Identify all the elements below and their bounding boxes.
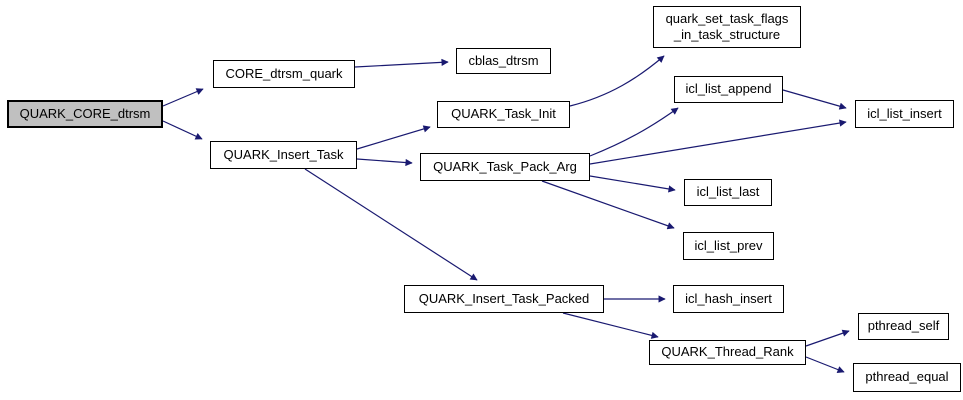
edge-icl-list-append-to-icl-list-insert xyxy=(782,89,847,110)
node-icl-hash-insert[interactable]: icl_hash_insert xyxy=(673,285,784,313)
edge-quark-thread-rank-to-pthread-equal xyxy=(805,356,845,373)
edge-quark-core-dtrsm-to-core-dtrsm-quark xyxy=(162,88,204,107)
edge-quark-task-pack-arg-to-icl-list-append xyxy=(589,107,679,157)
edge-quark-task-pack-arg-to-icl-list-insert xyxy=(589,119,847,165)
edge-quark-task-pack-arg-to-icl-list-last xyxy=(589,175,676,193)
node-quark-core-dtrsm[interactable]: QUARK_CORE_dtrsm xyxy=(7,100,163,128)
edge-quark-thread-rank-to-pthread-self xyxy=(805,329,850,347)
edge-quark-insert-task-packed-to-quark-thread-rank xyxy=(562,312,659,339)
edge-quark-task-init-to-quark-set-task-flags xyxy=(569,55,665,107)
node-pthread-self[interactable]: pthread_self xyxy=(858,313,949,340)
node-quark-thread-rank[interactable]: QUARK_Thread_Rank xyxy=(649,340,806,365)
node-icl-list-last[interactable]: icl_list_last xyxy=(684,179,772,206)
node-icl-list-append[interactable]: icl_list_append xyxy=(674,76,783,103)
edge-quark-insert-task-to-quark-task-pack-arg xyxy=(356,158,413,167)
node-quark-set-task-flags[interactable]: quark_set_task_flags _in_task_structure xyxy=(653,6,801,48)
node-quark-task-init[interactable]: QUARK_Task_Init xyxy=(437,101,570,128)
edge-quark-insert-task-to-quark-insert-task-packed xyxy=(304,168,478,281)
edge-quark-task-pack-arg-to-icl-list-prev xyxy=(541,180,675,230)
node-quark-insert-task[interactable]: QUARK_Insert_Task xyxy=(210,141,357,169)
node-quark-task-pack-arg[interactable]: QUARK_Task_Pack_Arg xyxy=(420,153,590,181)
node-icl-list-prev[interactable]: icl_list_prev xyxy=(683,232,774,260)
edge-quark-core-dtrsm-to-quark-insert-task xyxy=(162,120,203,140)
edge-quark-insert-task-to-quark-task-init xyxy=(356,125,431,150)
node-cblas-dtrsm[interactable]: cblas_dtrsm xyxy=(456,48,551,74)
node-icl-list-insert[interactable]: icl_list_insert xyxy=(855,100,954,128)
node-core-dtrsm-quark[interactable]: CORE_dtrsm_quark xyxy=(213,60,355,88)
node-quark-insert-task-packed[interactable]: QUARK_Insert_Task_Packed xyxy=(404,285,604,313)
edge-core-dtrsm-quark-to-cblas-dtrsm xyxy=(354,58,449,68)
node-pthread-equal[interactable]: pthread_equal xyxy=(853,363,961,392)
